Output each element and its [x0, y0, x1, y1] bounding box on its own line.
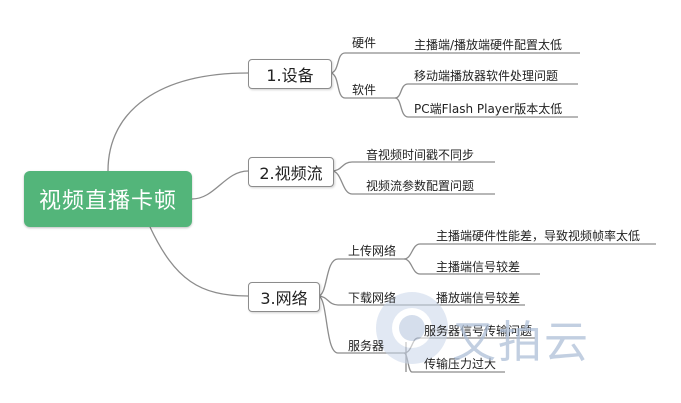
- leaf-server-transmission[interactable]: 服务器信号传输问题: [424, 324, 533, 338]
- node-download-network[interactable]: 下载网络: [348, 291, 397, 305]
- connector-stream-leaf1: [331, 161, 495, 172]
- connector-network-upload: [317, 258, 404, 297]
- connector-root-stream: [191, 170, 249, 200]
- leaf-host-hardware-framerate[interactable]: 主播端硬件性能差，导致视频帧率太低: [436, 229, 641, 243]
- branch-video-stream[interactable]: 2.视频流: [248, 157, 334, 187]
- leaf-stream-params[interactable]: 视频流参数配置问题: [366, 179, 475, 193]
- branch-network[interactable]: 3.网络: [248, 282, 320, 312]
- connector-stream-leaf2: [331, 170, 495, 195]
- node-upload-network[interactable]: 上传网络: [348, 244, 397, 258]
- leaf-transmission-pressure[interactable]: 传输压力过大: [424, 357, 497, 371]
- connector-devices-hw: [329, 52, 395, 74]
- leaf-pc-flash-version[interactable]: PC端Flash Player版本太低: [414, 102, 563, 116]
- node-software[interactable]: 软件: [352, 83, 377, 97]
- connector-sw-leaf1: [394, 83, 578, 99]
- branch-devices[interactable]: 1.设备: [248, 59, 332, 89]
- connector-root-network: [149, 226, 249, 297]
- connector-devices-sw: [329, 72, 395, 99]
- root-node[interactable]: 视频直播卡顿: [24, 171, 192, 227]
- leaf-av-timestamp[interactable]: 音视频时间戳不同步: [366, 148, 475, 162]
- leaf-mobile-player-software[interactable]: 移动端播放器软件处理问题: [414, 69, 559, 83]
- connector-root-devices: [107, 72, 249, 172]
- connector-upload-leaf2: [403, 258, 540, 275]
- upyun-logo-icon: [376, 292, 448, 364]
- connector-upload-leaf1: [403, 243, 656, 260]
- leaf-hardware-config-low[interactable]: 主播端/播放端硬件配置太低: [414, 38, 563, 52]
- connector-sw-leaf2: [394, 97, 578, 118]
- node-server[interactable]: 服务器: [348, 339, 385, 353]
- connector-network-download: [317, 295, 404, 306]
- connector-network-server: [317, 295, 404, 354]
- watermark-text: 又拍云: [452, 317, 590, 368]
- leaf-host-signal-poor[interactable]: 主播端信号较差: [436, 260, 521, 274]
- leaf-player-signal-poor[interactable]: 播放端信号较差: [436, 291, 521, 305]
- node-hardware[interactable]: 硬件: [352, 36, 377, 50]
